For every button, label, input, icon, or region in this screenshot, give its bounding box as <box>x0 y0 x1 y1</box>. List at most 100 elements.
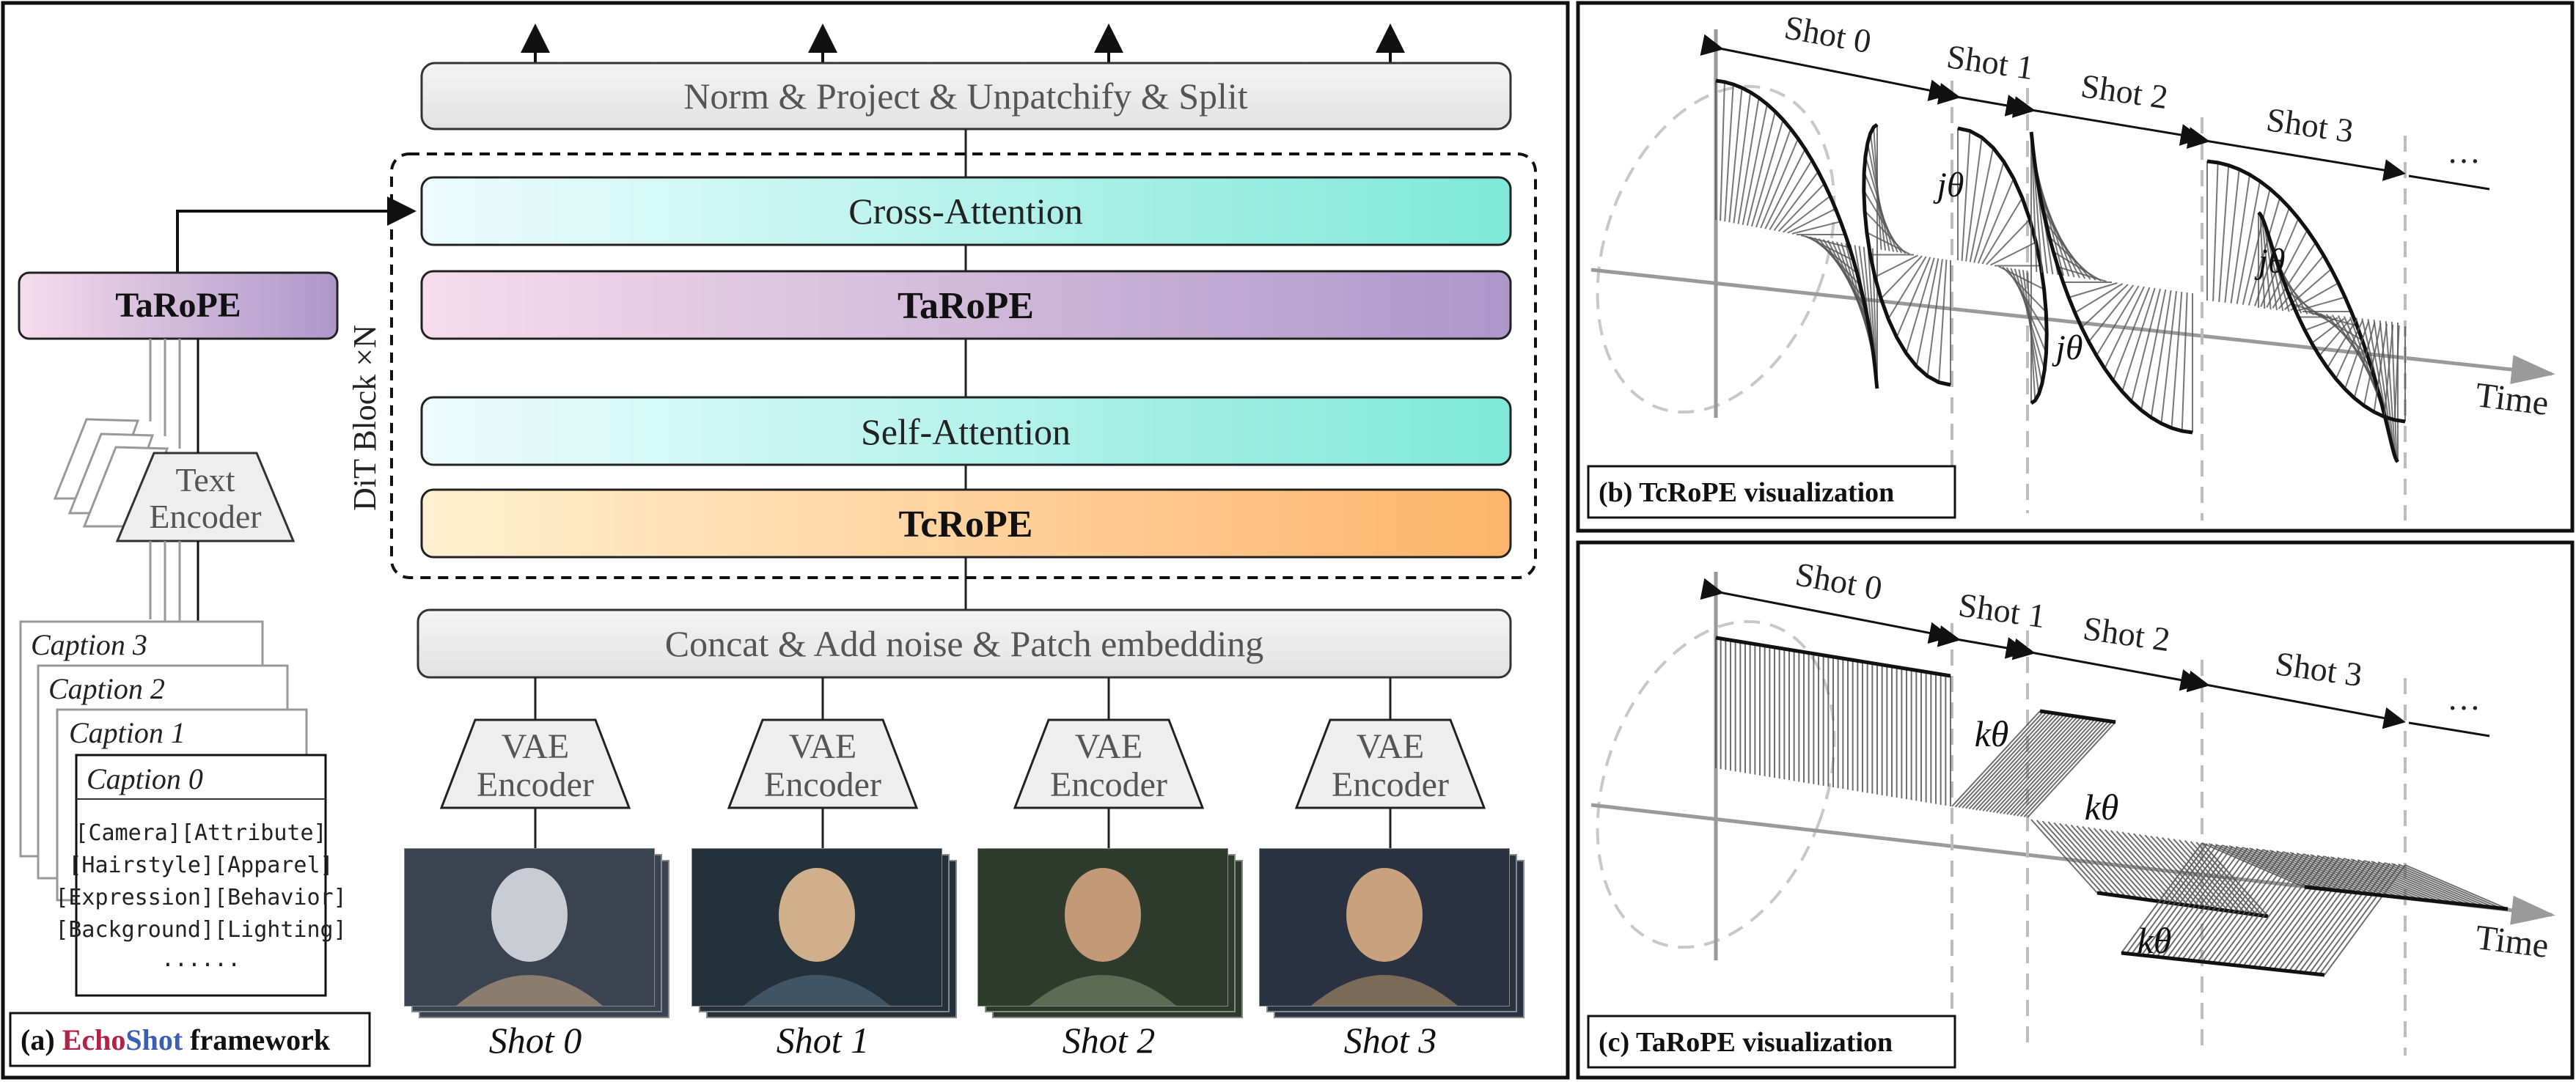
c-angle-1: kθ <box>1975 713 2009 754</box>
b-sheet-4-ray <box>2390 322 2398 461</box>
caption-1-label: Caption 1 <box>69 716 186 749</box>
b-sheet-3-ray <box>2088 284 2135 342</box>
b-sheet-5-ray <box>2353 322 2376 399</box>
c-sheet-2-ray <box>2127 832 2195 907</box>
c-sheet-2-ray <box>2064 823 2132 899</box>
b-sheet-5-ray <box>2292 303 2327 317</box>
b-sheet-4-ray <box>2218 165 2230 302</box>
b-sheet-4-ray <box>2260 218 2300 307</box>
b-sheet-1-ray <box>1926 259 1943 377</box>
b-sheet-0-ray <box>1728 87 1743 223</box>
b-sheet-2-ray <box>1989 241 2036 266</box>
b-sheet-0-ray <box>1769 159 1813 230</box>
c-sheet-4-ray <box>2310 854 2414 899</box>
caption-2-label: Caption 2 <box>48 672 165 705</box>
c-sheet-1-ray <box>1964 713 2055 809</box>
c-sheet-2-ray <box>2070 824 2138 899</box>
c-sheet-4-edge <box>2304 885 2509 911</box>
b-sheet-1-ray <box>1938 260 1948 383</box>
c-sheet-4-ray <box>2344 858 2448 903</box>
b-sheet-3-edge <box>2029 131 2193 435</box>
cross-attention-label: Cross-Attention <box>848 191 1082 232</box>
output-arrows <box>521 23 1405 63</box>
c-sheet-1-ray <box>2009 718 2099 816</box>
caption-line-4: [Background][Lighting] <box>55 917 346 943</box>
c-sheet-3-ray <box>2232 854 2315 966</box>
c-sheet-1-ray <box>1954 711 2044 808</box>
b-sheet-2-ray <box>1969 147 1995 262</box>
c-sheet-1-ray <box>1975 714 2065 811</box>
output-block-label: Norm & Project & Unpatchify & Split <box>683 76 1247 117</box>
c-sheet-4-ray <box>2377 861 2481 907</box>
c-sheet-1-ray <box>1982 715 2072 812</box>
b-sheet-0-ray <box>1764 148 1806 229</box>
c-sheet-4-ray <box>2215 844 2319 889</box>
c-sheet-4-ray <box>2242 847 2346 892</box>
c-angle-2: kθ <box>2085 787 2119 828</box>
b-sheet-0-ray <box>1760 138 1799 229</box>
c-sheet-3-ray <box>2171 847 2254 960</box>
c-sheet-3-edge <box>2121 951 2325 977</box>
concat-block <box>417 608 1512 679</box>
c-sheet-0-edge <box>1715 636 1951 678</box>
video-frame-head-3 <box>1346 868 1423 962</box>
c-sheet-1-ray <box>2017 720 2106 817</box>
tcrope-block <box>420 488 1512 559</box>
b-sheet-0-ray <box>1773 171 1819 232</box>
text-encoder-label-1: Text <box>175 461 235 498</box>
b-sheet-3-ray <box>2096 285 2140 356</box>
b-sheet-4-edge <box>2206 159 2399 463</box>
dit-block-label: DiT Block ×N <box>347 325 383 511</box>
c-sheet-4-ray <box>2269 850 2373 895</box>
c-sheet-2-ray <box>2030 819 2098 894</box>
b-sheet-3-ray <box>2068 282 2118 298</box>
c-sheet-1-ray <box>2006 718 2096 815</box>
vae-encoder-1 <box>727 718 919 809</box>
c-sheet-1-ray <box>1962 712 2051 809</box>
c-sheet-2-ray <box>2138 833 2206 908</box>
c-sheet-4-ray <box>2296 853 2400 898</box>
c-sheet-4-ray <box>2208 843 2312 888</box>
panel-c: Shot 0 Shot 1 Shot 2 Shot 3 … kθ kθ kθ T… <box>1576 540 2575 1080</box>
b-sheet-5-ray <box>2373 323 2388 413</box>
c-sheet-1-ray <box>1999 717 2089 814</box>
b-sheet-0-edge <box>1715 78 1879 389</box>
c-sheet-1-ray <box>2019 720 2110 817</box>
c-sheet-2-ray <box>2099 828 2166 903</box>
b-sheet-3-ray <box>2058 266 2107 282</box>
b-sheet-2-ray <box>1986 218 2030 265</box>
b-sheet-1-ray <box>1864 210 1907 254</box>
c-sheet-1-ray <box>1951 710 2041 807</box>
c-sheet-4-ray <box>2337 857 2441 902</box>
video-frame-body-1 <box>744 975 890 1006</box>
b-sheet-3-ray <box>2150 290 2172 418</box>
b-sheet-1-edge <box>1862 122 1951 387</box>
c-ellipsis: … <box>2447 680 2481 717</box>
b-sheet-1-ray <box>1874 254 1919 278</box>
c-sheet-4-ray <box>2371 861 2475 906</box>
caption-line-3: [Expression][Behavior] <box>55 885 346 910</box>
vae-encoder-3 <box>1294 718 1486 809</box>
c-sheet-1-ray <box>1958 711 2048 809</box>
b-sheet-5-ray <box>2319 318 2351 357</box>
b-sheet-4-ray <box>2242 188 2271 305</box>
c-sheet-3-ray <box>2181 849 2264 960</box>
c-sheet-3-ray <box>2272 858 2355 971</box>
b-sheet-5-ray <box>2261 217 2272 310</box>
panel-a-caption-box <box>9 1012 371 1067</box>
b-sheet-3-ray <box>2181 292 2188 431</box>
c-sheet-1-ray <box>1989 715 2079 813</box>
b-sheet-0-ray <box>1777 183 1825 232</box>
c-sheet-4-ray <box>2350 858 2454 904</box>
b-sheet-1-ray <box>1905 257 1935 354</box>
c-sheet-3-ray <box>2131 843 2213 955</box>
b-sheet-1-ray <box>1915 258 1940 367</box>
c-sheet-3-ray <box>2126 843 2208 954</box>
c-sheet-2-ray <box>2179 839 2246 914</box>
c-sheet-2-ray <box>2144 834 2212 910</box>
b-sheet-5-ray <box>2327 320 2357 369</box>
c-sheet-3-ray <box>2192 850 2274 962</box>
c-sheet-4-ray <box>2398 864 2502 909</box>
b-time-label: Time <box>2473 375 2550 423</box>
